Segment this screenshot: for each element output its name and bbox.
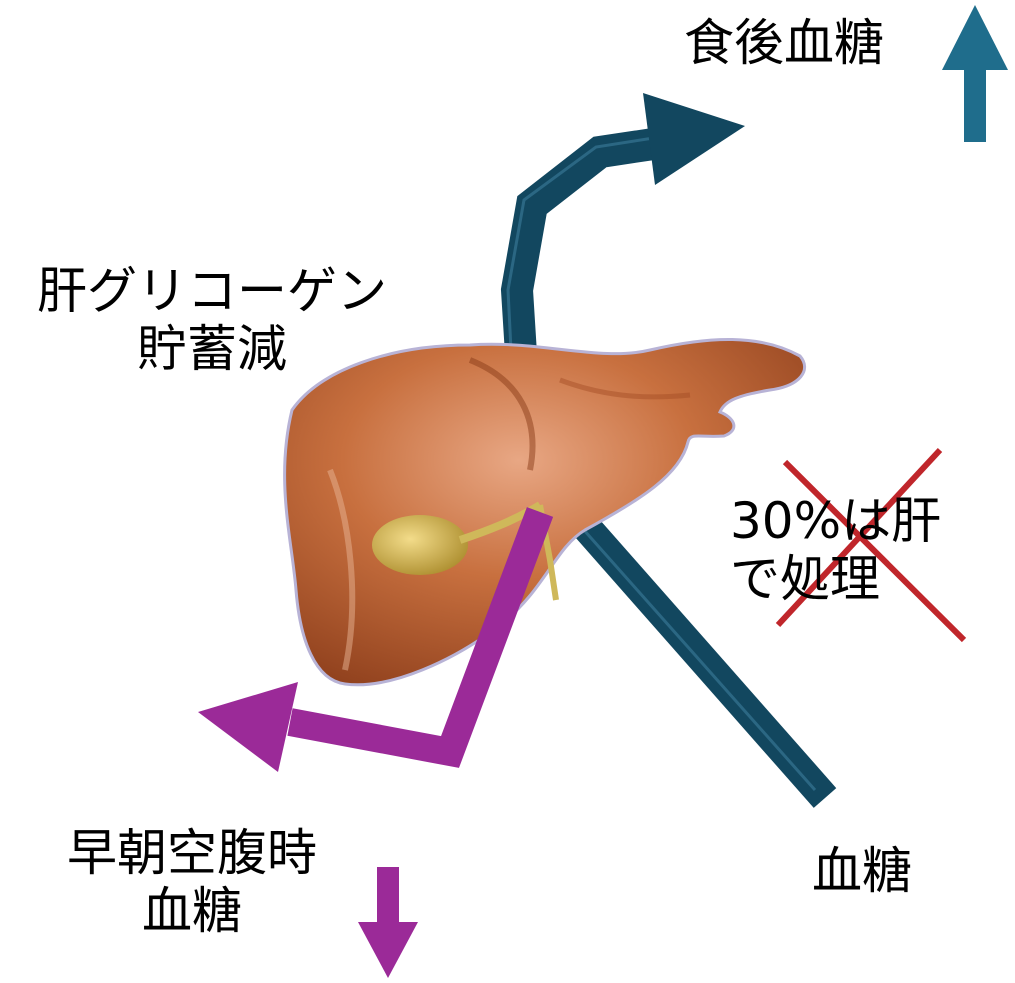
- liver-processing-line2: で処理: [730, 550, 941, 608]
- arrow-down-icon: [358, 867, 418, 978]
- fasting-glucose-label: 早朝空腹時 血糖: [42, 824, 342, 940]
- blood-glucose-label: 血糖: [812, 842, 912, 900]
- arrow-up-icon: [942, 5, 1008, 142]
- fasting-label-line1: 早朝空腹時: [42, 824, 342, 882]
- glycogen-label-line1: 肝グリコーゲン: [12, 262, 412, 320]
- fasting-label-line2: 血糖: [42, 882, 342, 940]
- glycogen-label: 肝グリコーゲン 貯蓄減: [12, 262, 412, 378]
- liver-processing-line1: 30%は肝: [730, 492, 941, 550]
- postprandial-glucose-label: 食後血糖: [684, 14, 884, 72]
- liver-illustration: [285, 339, 805, 684]
- blood-flow-arrow-up: [508, 93, 745, 370]
- liver-processing-label: 30%は肝 で処理: [730, 492, 941, 608]
- glycogen-label-line2: 貯蓄減: [12, 320, 412, 378]
